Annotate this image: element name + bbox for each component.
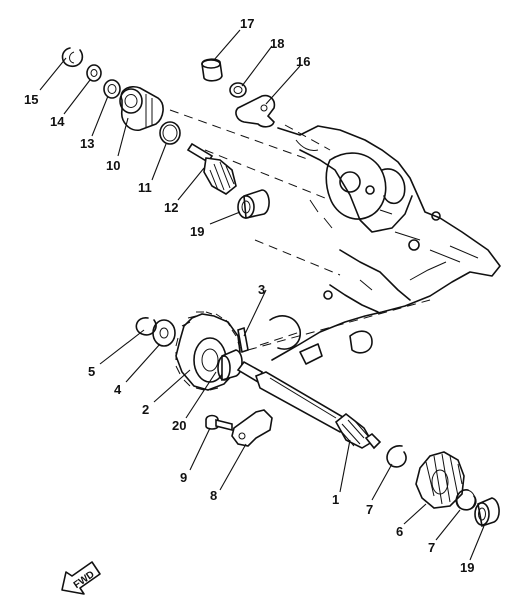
part-4-washer bbox=[152, 319, 176, 347]
part-13-bearing bbox=[103, 79, 121, 99]
callout-3: 3 bbox=[258, 282, 265, 297]
callout-5: 5 bbox=[88, 364, 95, 379]
part-19-upper-bushing bbox=[237, 189, 270, 219]
callout-15: 15 bbox=[24, 92, 38, 107]
callout-4: 4 bbox=[114, 382, 122, 397]
callout-7-lower: 7 bbox=[428, 540, 435, 555]
part-6-idle-gear bbox=[415, 451, 465, 509]
leader-lines bbox=[39, 29, 485, 561]
part-17-plug bbox=[201, 58, 223, 82]
callout-18: 18 bbox=[270, 36, 284, 51]
callout-2: 2 bbox=[142, 402, 149, 417]
callout-7-middle: 7 bbox=[366, 502, 373, 517]
callout-19-lower: 19 bbox=[460, 560, 474, 575]
callout-20: 20 bbox=[172, 418, 186, 433]
callout-13: 13 bbox=[80, 136, 94, 151]
callout-16: 16 bbox=[296, 54, 310, 69]
fwd-label: FWD bbox=[72, 569, 97, 591]
callout-9: 9 bbox=[180, 470, 187, 485]
part-5-circlip bbox=[135, 317, 157, 336]
callout-labels: 15 14 13 10 11 12 19 17 18 16 5 4 2 3 20… bbox=[24, 16, 474, 575]
part-8-stopper-plate bbox=[231, 409, 273, 447]
part-19-lower-bushing bbox=[474, 497, 500, 528]
callout-11: 11 bbox=[138, 180, 152, 195]
part-14-washer bbox=[86, 64, 102, 82]
part-15-circlip bbox=[61, 47, 84, 68]
callout-19-upper: 19 bbox=[190, 224, 204, 239]
part-11-o-ring bbox=[159, 121, 181, 145]
part-9-bolt bbox=[205, 414, 233, 432]
part-1-kick-shaft bbox=[236, 360, 382, 450]
fwd-arrow: FWD bbox=[61, 561, 101, 595]
part-3-spring-pin bbox=[237, 326, 249, 354]
part-7-circlip-a bbox=[386, 445, 407, 468]
part-10-bushing bbox=[119, 85, 164, 132]
callout-10: 10 bbox=[106, 158, 120, 173]
part-20-spacer bbox=[217, 349, 243, 382]
callout-12: 12 bbox=[164, 200, 178, 215]
callout-8: 8 bbox=[210, 488, 217, 503]
part-12-driven-gear-shaft bbox=[186, 142, 237, 195]
callout-6: 6 bbox=[396, 524, 403, 539]
part-7-circlip-b bbox=[455, 489, 477, 511]
part-18-ring bbox=[229, 82, 247, 98]
alignment-lines bbox=[169, 109, 431, 351]
callout-17: 17 bbox=[240, 16, 254, 31]
callout-14: 14 bbox=[50, 114, 65, 129]
callout-1: 1 bbox=[332, 492, 339, 507]
crankcase-housing bbox=[269, 125, 501, 365]
